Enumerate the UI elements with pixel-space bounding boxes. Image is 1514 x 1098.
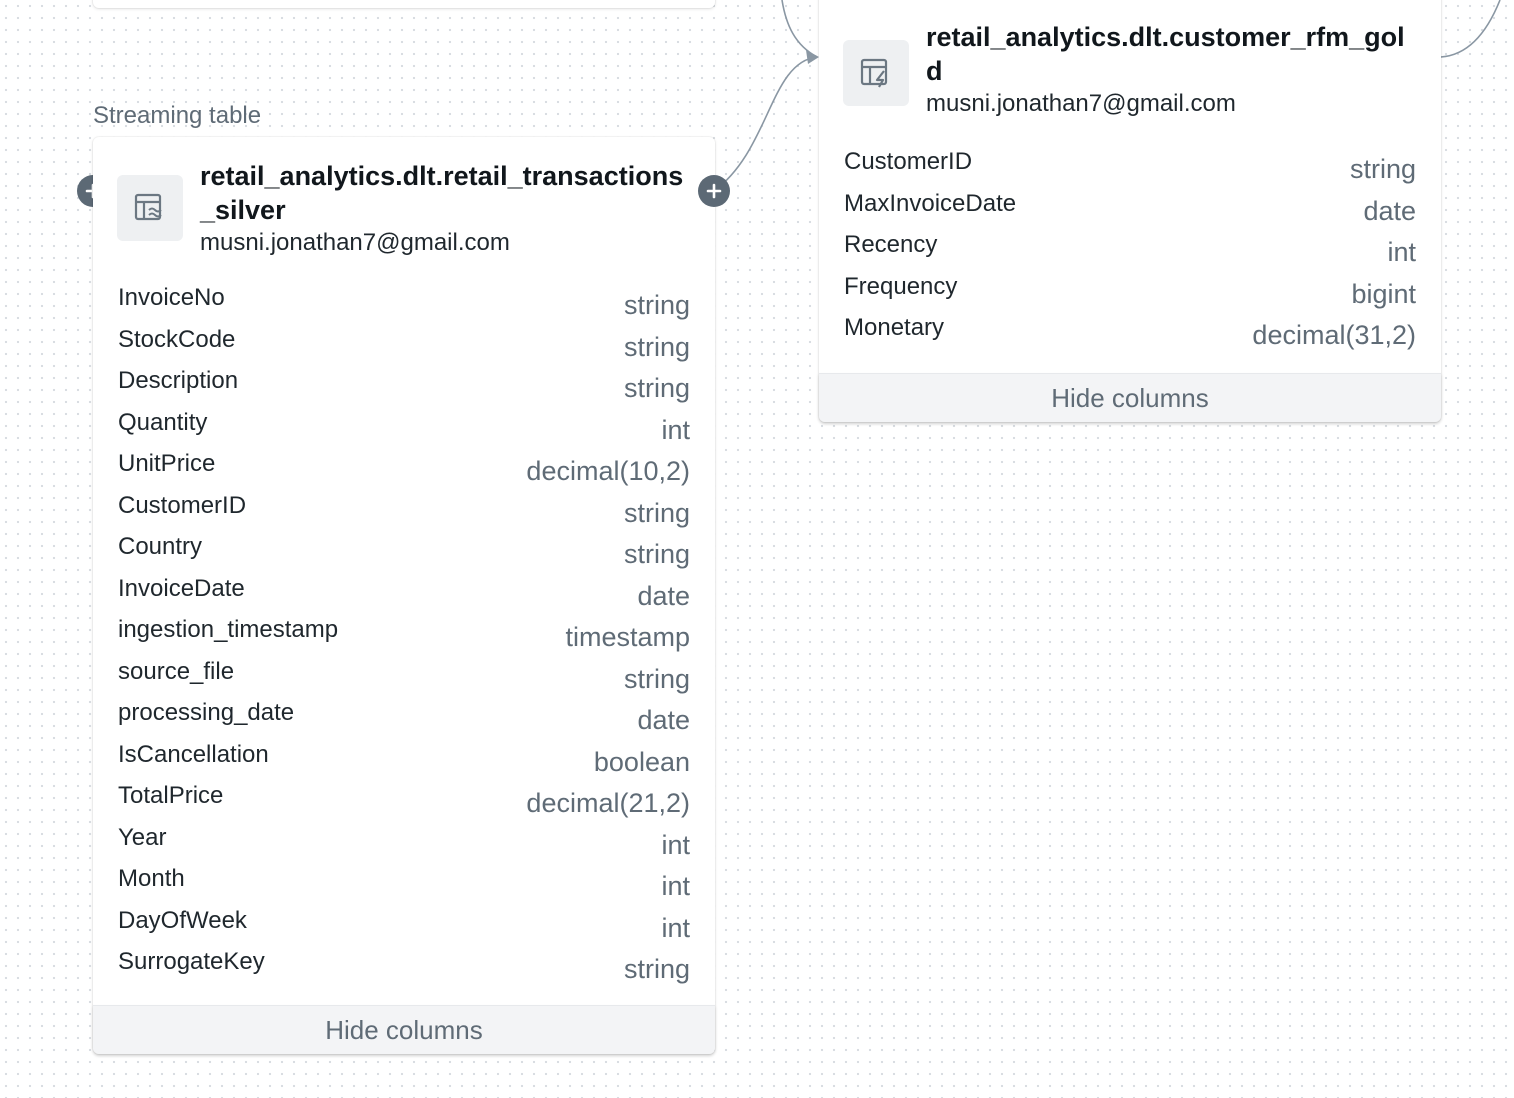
edge-upstream-to-gold <box>781 0 818 58</box>
column-type: date <box>1363 195 1416 226</box>
column-name: DayOfWeek <box>118 906 247 934</box>
plus-icon <box>706 183 722 199</box>
gold-table-node[interactable]: retail_analytics.dlt.customer_rfm_gold m… <box>819 0 1441 422</box>
column-name: ingestion_timestamp <box>118 616 339 643</box>
column-row: InvoiceDate date <box>118 569 690 611</box>
column-name: Monetary <box>844 314 945 341</box>
column-type: decimal(31,2) <box>1252 320 1416 350</box>
column-type: string <box>623 331 690 362</box>
column-type: string <box>623 373 690 403</box>
materialized-view-icon <box>843 40 909 106</box>
edge-gold-to-downstream <box>1440 0 1501 58</box>
column-name: IsCancellation <box>118 740 269 768</box>
column-row: processing_date date <box>118 693 690 735</box>
column-row: Year int <box>118 818 690 860</box>
column-name: Frequency <box>844 272 958 300</box>
column-row: MaxInvoiceDate date <box>844 184 1416 226</box>
column-row: Country string <box>118 527 690 569</box>
column-type: string <box>623 539 690 569</box>
column-name: MaxInvoiceDate <box>844 189 1017 217</box>
column-name: source_file <box>118 657 235 685</box>
column-row: DayOfWeek int <box>118 901 690 943</box>
column-type: string <box>1349 154 1416 184</box>
column-name: Description <box>118 367 239 394</box>
node-title: retail_analytics.dlt.retail_transactions… <box>200 161 684 225</box>
column-row: Quantity int <box>118 403 690 445</box>
node-kind-label: Streaming table <box>93 102 262 129</box>
column-name: Recency <box>844 231 938 258</box>
column-type: timestamp <box>565 622 690 652</box>
column-row: source_file string <box>118 652 690 694</box>
column-row: Frequency bigint <box>844 267 1416 309</box>
column-type: int <box>661 414 690 445</box>
column-name: Quantity <box>118 408 208 436</box>
column-row: Month int <box>118 859 690 901</box>
column-row: StockCode string <box>118 320 690 362</box>
hide-columns-button[interactable]: Hide columns <box>819 373 1441 422</box>
column-name: StockCode <box>118 325 236 353</box>
column-type: int <box>1387 237 1416 267</box>
column-name: Country <box>118 533 203 560</box>
column-name: CustomerID <box>118 491 247 519</box>
column-row: UnitPrice decimal(10,2) <box>118 444 690 486</box>
column-type: decimal(21,2) <box>526 788 690 818</box>
column-list: CustomerID string MaxInvoiceDate date Rece… <box>844 142 1416 350</box>
column-name: SurrogateKey <box>118 948 265 975</box>
column-type: string <box>623 290 690 320</box>
column-row: CustomerID string <box>844 142 1416 184</box>
column-type: date <box>637 580 690 611</box>
column-type: string <box>623 497 690 528</box>
silver-table-node[interactable]: retail_analytics.dlt.retail_transactions… <box>93 137 715 1054</box>
node-title: retail_analytics.dlt.customer_rfm_gold <box>926 22 1405 86</box>
column-name: Month <box>118 865 185 892</box>
column-type: int <box>661 871 690 901</box>
node-owner: musni.jonathan7@gmail.com <box>926 90 1236 117</box>
column-name: processing_date <box>118 699 295 726</box>
column-type: string <box>623 954 690 984</box>
column-row: ingestion_timestamp timestamp <box>118 610 690 652</box>
column-row: Monetary decimal(31,2) <box>844 308 1416 350</box>
column-type: int <box>661 829 690 860</box>
column-name: InvoiceDate <box>118 574 245 602</box>
column-type: date <box>637 705 690 735</box>
column-type: boolean <box>593 746 690 777</box>
edge-silver-to-gold <box>713 56 818 192</box>
streaming-table-icon <box>117 175 183 241</box>
node-owner: musni.jonathan7@gmail.com <box>200 229 510 256</box>
add-downstream-button[interactable] <box>698 175 730 207</box>
column-name: Year <box>118 823 167 851</box>
column-row: Description string <box>118 361 690 403</box>
column-name: TotalPrice <box>118 782 224 809</box>
column-type: string <box>623 663 690 694</box>
hide-columns-button[interactable]: Hide columns <box>93 1005 715 1054</box>
column-row: SurrogateKey string <box>118 942 690 984</box>
node-header: retail_analytics.dlt.customer_rfm_gold m… <box>843 20 1417 120</box>
column-row: IsCancellation boolean <box>118 735 690 777</box>
column-name: CustomerID <box>844 148 973 175</box>
column-row: CustomerID string <box>118 486 690 528</box>
column-name: UnitPrice <box>118 450 216 477</box>
column-type: int <box>661 912 690 943</box>
column-row: InvoiceNo string <box>118 278 690 320</box>
upstream-node-card[interactable] <box>93 0 715 8</box>
edge-arrowhead <box>806 50 819 64</box>
column-row: Recency int <box>844 225 1416 267</box>
node-header: retail_analytics.dlt.retail_transactions… <box>117 159 691 259</box>
column-list: InvoiceNo string StockCode string Descript… <box>118 278 690 984</box>
column-row: TotalPrice decimal(21,2) <box>118 776 690 818</box>
column-type: decimal(10,2) <box>526 456 690 486</box>
column-name: InvoiceNo <box>118 284 225 311</box>
column-type: bigint <box>1351 278 1416 309</box>
